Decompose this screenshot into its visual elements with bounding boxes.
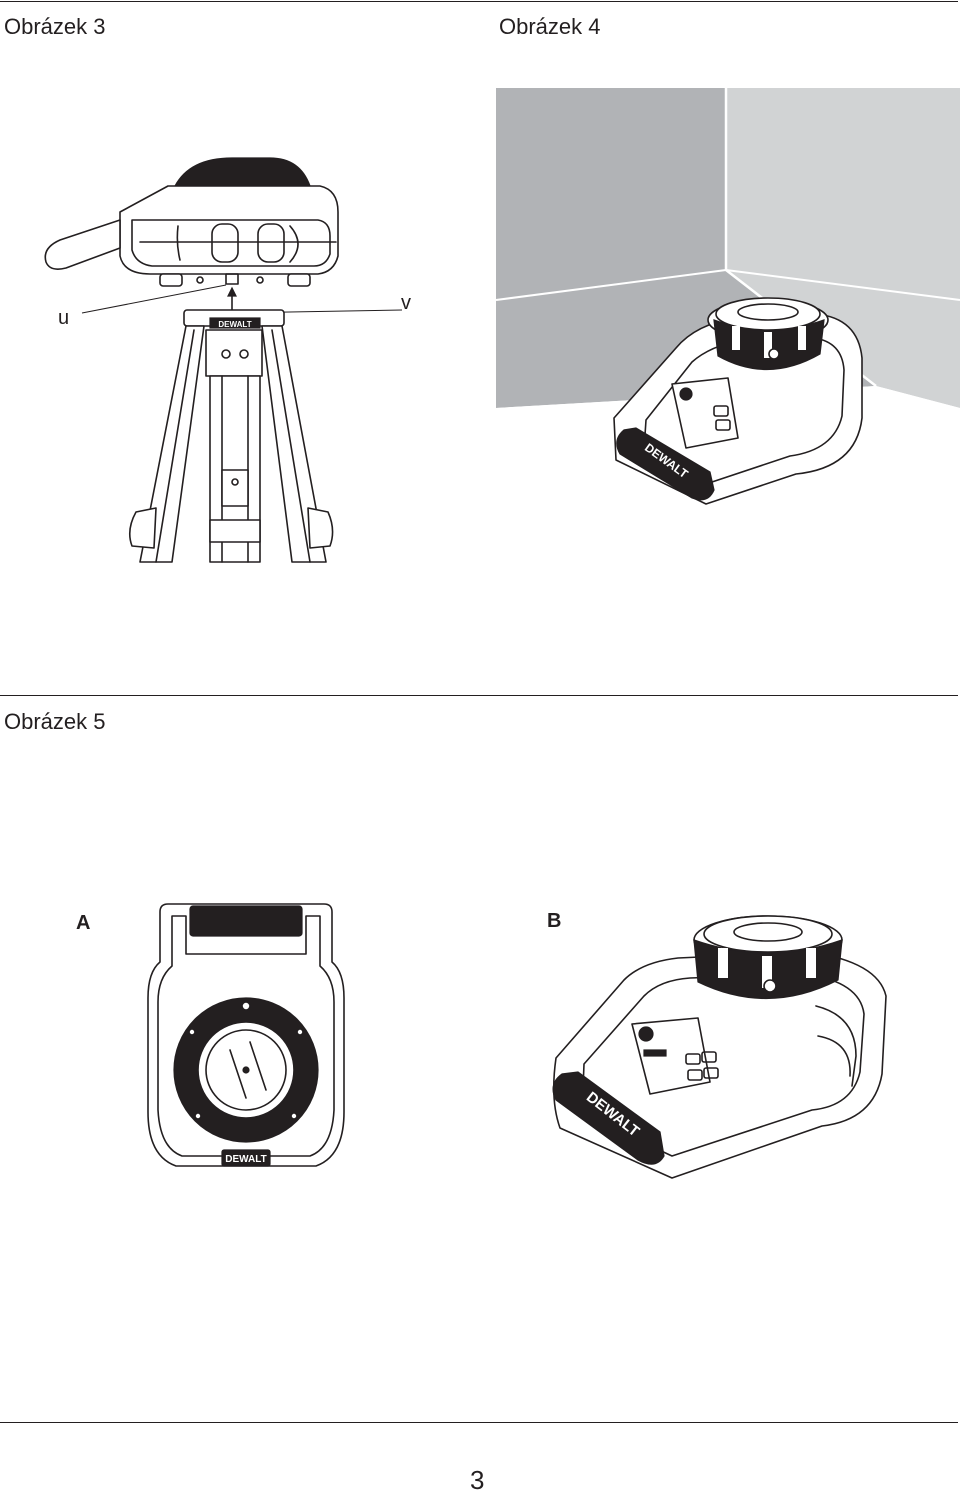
figure-5a-top-view: DEWALT (147, 903, 345, 1167)
laser-line-left (495, 269, 727, 301)
top-rule (0, 1, 958, 2)
right-wall (726, 88, 960, 300)
tripod-leg-left (139, 325, 205, 563)
figure-3-tripod-illustration: DEWALT (44, 157, 403, 563)
panel-label-a: A (76, 912, 91, 934)
figure-4-corner-illustration: DEWALT (495, 88, 960, 505)
laser-grip (616, 427, 715, 501)
figure-3-title: Obrázek 3 (4, 14, 106, 39)
callout-u: u (58, 307, 70, 329)
left-wall (496, 88, 726, 408)
figure-5-title: Obrázek 5 (4, 709, 106, 734)
callout-u-leader (81, 284, 227, 314)
top-view-handle (189, 905, 303, 937)
laser-handle (173, 157, 311, 187)
callout-v: v (401, 292, 411, 314)
page-number: 3 (470, 1465, 485, 1495)
figure-5b-perspective-view: DEWALT (552, 915, 887, 1179)
middle-rule (0, 695, 958, 696)
fig5a-logo: DEWALT (225, 1154, 266, 1165)
laser-line-right (725, 269, 960, 301)
panel-label-b: B (547, 910, 562, 932)
tripod-logo: DEWALT (218, 320, 251, 329)
figure-4-title: Obrázek 4 (499, 14, 601, 39)
laser-body-side (119, 185, 339, 275)
perspective-grip (552, 1071, 665, 1165)
tripod-leg-right (261, 325, 327, 563)
bottom-rule (0, 1422, 958, 1423)
